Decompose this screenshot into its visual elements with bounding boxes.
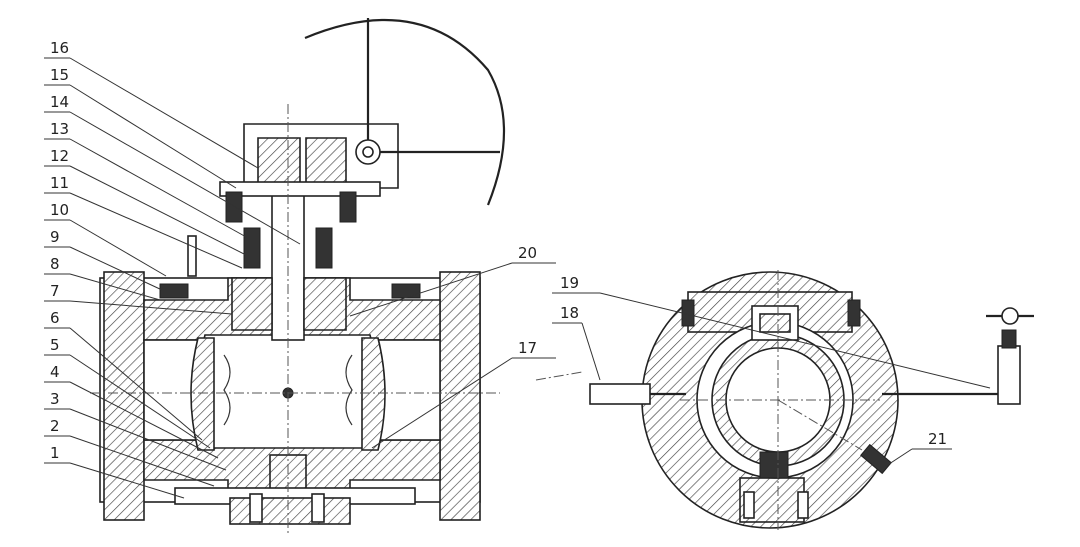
callout-20: 20 xyxy=(349,244,556,317)
side-stem-tenon xyxy=(759,313,791,333)
svg-text:16: 16 xyxy=(50,39,69,57)
packing-left xyxy=(243,227,261,269)
svg-text:21: 21 xyxy=(928,430,947,448)
gearbox-left-web xyxy=(257,137,301,189)
valve-front-section xyxy=(90,18,506,535)
side-bottom-bolt-left xyxy=(743,491,755,519)
svg-text:3: 3 xyxy=(50,390,60,408)
handwheel-rim xyxy=(304,18,506,206)
right-valve-body xyxy=(997,345,1021,405)
svg-text:6: 6 xyxy=(50,309,60,327)
input-shaft-center xyxy=(362,146,374,158)
svg-text:10: 10 xyxy=(50,201,69,219)
body-bolt-left xyxy=(159,283,189,299)
bonnet-left xyxy=(231,277,273,331)
side-diagonal-centerline xyxy=(777,399,863,451)
svg-text:17: 17 xyxy=(518,339,537,357)
mount-bolt-right xyxy=(339,191,357,223)
side-callouts: 19 18 21 xyxy=(535,274,991,467)
svg-text:20: 20 xyxy=(518,244,537,262)
valve-side-section xyxy=(589,270,1034,530)
callout-8: 8 xyxy=(44,255,161,301)
right-seat xyxy=(361,337,386,451)
callout-18: 18 xyxy=(535,304,601,381)
svg-text:13: 13 xyxy=(50,120,69,138)
side-bolt-right xyxy=(847,299,861,327)
bottom-bolt-left xyxy=(249,493,263,523)
bottom-cover-boss xyxy=(229,497,351,525)
callout-21: 21 xyxy=(885,430,952,467)
svg-text:9: 9 xyxy=(50,228,60,246)
callout-13: 13 xyxy=(44,120,249,239)
callout-4: 4 xyxy=(44,363,219,459)
ball-profile-left xyxy=(223,354,231,426)
svg-text:14: 14 xyxy=(50,93,69,111)
left-flange xyxy=(103,271,145,521)
callout-10: 10 xyxy=(44,201,167,277)
svg-text:19: 19 xyxy=(560,274,579,292)
svg-text:12: 12 xyxy=(50,147,69,165)
svg-text:5: 5 xyxy=(50,336,60,354)
svg-text:15: 15 xyxy=(50,66,69,84)
side-bottom-bolt-right xyxy=(797,491,809,519)
side-vent-plug xyxy=(860,443,892,475)
callout-9: 9 xyxy=(44,228,163,291)
callout-3: 3 xyxy=(44,390,227,471)
body-bolt-right xyxy=(391,283,421,299)
side-bottom-trunnion xyxy=(759,451,789,479)
packing-right xyxy=(315,227,333,269)
right-flange xyxy=(439,271,481,521)
bonnet-right xyxy=(303,277,347,331)
svg-text:4: 4 xyxy=(50,363,60,381)
callout-17: 17 xyxy=(371,339,556,449)
callout-7: 7 xyxy=(44,282,233,315)
vent-fitting xyxy=(187,235,197,277)
callout-6: 6 xyxy=(44,309,203,441)
callout-5: 5 xyxy=(44,336,211,449)
ball-profile-right xyxy=(345,354,353,426)
callout-2: 2 xyxy=(44,417,215,487)
svg-text:2: 2 xyxy=(50,417,60,435)
gearbox-right-web xyxy=(305,137,347,189)
right-callouts: 20 17 xyxy=(349,244,556,449)
callout-1: 1 xyxy=(44,444,185,499)
mount-bolt-left xyxy=(225,191,243,223)
callout-14: 14 xyxy=(44,93,301,245)
left-injection-body xyxy=(589,383,651,405)
svg-text:1: 1 xyxy=(50,444,60,462)
callout-16: 16 xyxy=(44,39,259,169)
svg-text:8: 8 xyxy=(50,255,60,273)
svg-text:11: 11 xyxy=(50,174,69,192)
right-valve-bonnet xyxy=(1001,329,1017,349)
callout-12: 12 xyxy=(44,147,249,257)
callout-11: 11 xyxy=(44,174,243,269)
svg-text:18: 18 xyxy=(560,304,579,322)
callout-19: 19 xyxy=(552,274,991,389)
left-callouts: 16 15 14 13 12 11 10 xyxy=(44,39,301,499)
svg-text:7: 7 xyxy=(50,282,60,300)
callout-15: 15 xyxy=(44,66,237,189)
bottom-bolt-right xyxy=(311,493,325,523)
right-valve-hub xyxy=(1001,307,1019,325)
